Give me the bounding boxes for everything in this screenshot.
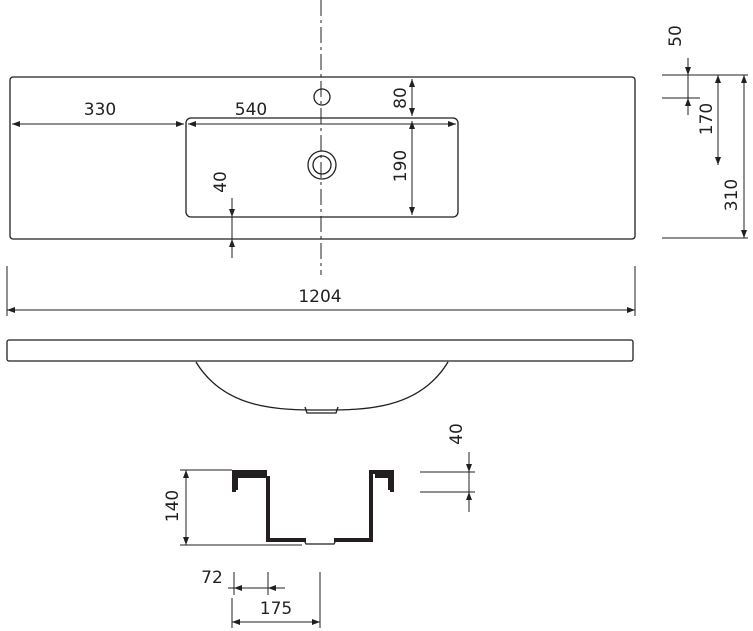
label-175: 175 bbox=[260, 599, 292, 619]
label-190: 190 bbox=[391, 150, 411, 182]
dim-front-rim: 40 bbox=[211, 171, 235, 258]
label-72: 72 bbox=[201, 568, 223, 588]
label-80: 80 bbox=[391, 87, 411, 109]
bowl-underside bbox=[195, 361, 449, 411]
label-40-section: 40 bbox=[447, 423, 467, 445]
drain-stub bbox=[304, 406, 339, 414]
label-40-top: 40 bbox=[211, 171, 231, 193]
dim-tap-offset: 80 bbox=[391, 79, 415, 116]
label-170: 170 bbox=[697, 103, 717, 135]
bowl-outline bbox=[185, 117, 459, 218]
drain-inner bbox=[312, 155, 332, 175]
dim-total-width: 1204 bbox=[6, 266, 636, 316]
cross-section: 140 40 72 175 bbox=[163, 423, 475, 628]
tap-hole bbox=[313, 88, 331, 106]
section-right-wall bbox=[334, 470, 394, 542]
section-drain bbox=[303, 539, 337, 545]
section-left-rim bbox=[232, 470, 267, 492]
label-310: 310 bbox=[722, 179, 742, 211]
side-depth-dimensions: 50 170 310 bbox=[662, 25, 748, 239]
section-right-lip bbox=[375, 474, 392, 490]
section-left-wall bbox=[266, 476, 306, 542]
label-140: 140 bbox=[163, 490, 183, 522]
label-540: 540 bbox=[235, 100, 267, 120]
countertop-edge bbox=[6, 339, 634, 362]
dim-bowl-depth: 190 bbox=[391, 121, 415, 215]
top-view bbox=[9, 0, 636, 275]
label-330: 330 bbox=[84, 100, 116, 120]
label-50: 50 bbox=[666, 25, 686, 47]
front-elevation bbox=[6, 339, 634, 414]
dim-left-offset: 330 bbox=[12, 100, 184, 127]
drain-outer bbox=[307, 150, 337, 180]
label-1204: 1204 bbox=[298, 287, 341, 307]
